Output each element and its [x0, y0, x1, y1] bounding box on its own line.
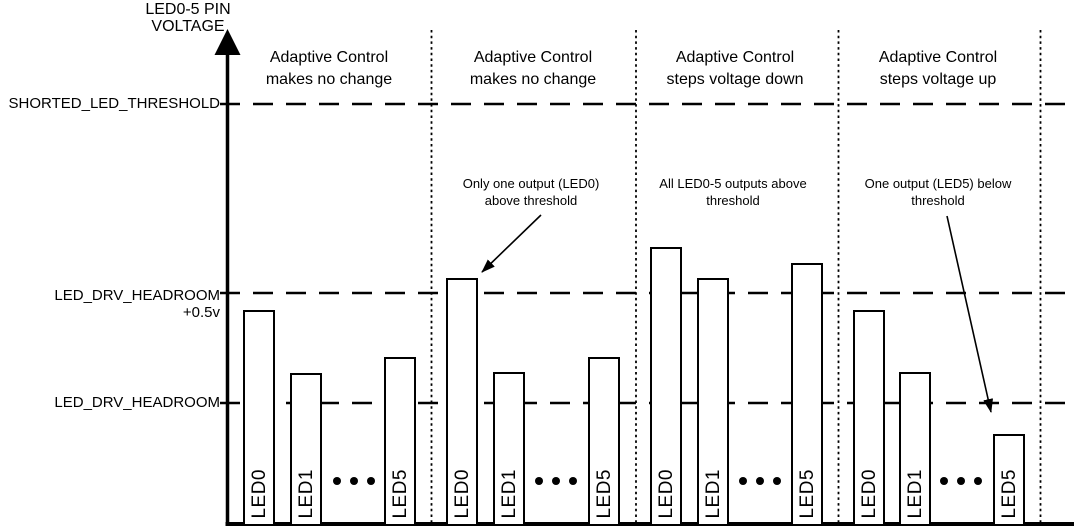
bar-led5-section-3: LED5: [791, 263, 823, 526]
section-header-line2: steps voltage down: [666, 71, 804, 88]
annotation-line1: Only one output (LED0): [462, 176, 600, 191]
section-1-header: Adaptive Control makes no change: [266, 47, 392, 91]
ellipsis-dot-icon: [367, 477, 375, 485]
threshold-label-text: +0.5v: [182, 304, 220, 321]
ellipsis-dot-icon: [974, 477, 982, 485]
section-4-header: Adaptive Control steps voltage up: [879, 47, 997, 91]
annotation-one-output-below-threshold: One output (LED5) below threshold: [865, 175, 1012, 209]
threshold-label-text: LED_DRV_HEADROOM: [54, 287, 220, 304]
threshold-label-text: SHORTED_LED_THRESHOLD: [8, 95, 220, 112]
bar-led1-section-1: LED1: [290, 373, 322, 526]
threshold-label-text: LED_DRV_HEADROOM: [54, 394, 220, 411]
y-axis-title: LED0-5 PIN VOLTAGE: [145, 1, 230, 35]
section-2-header: Adaptive Control makes no change: [470, 47, 596, 91]
ellipsis-dot-icon: [957, 477, 965, 485]
ellipsis-dot-icon: [756, 477, 764, 485]
threshold-label-shorted-led-threshold: SHORTED_LED_THRESHOLD: [9, 95, 220, 112]
annotation-line2: threshold: [706, 193, 760, 208]
annotation-all-outputs-above-threshold: All LED0-5 outputs above threshold: [659, 175, 806, 209]
ellipsis-dot-icon: [739, 477, 747, 485]
section-header-line1: Adaptive Control: [878, 49, 998, 66]
bar-led0-section-3: LED0: [650, 247, 682, 526]
annotation-only-one-output-above-threshold: Only one output (LED0) above threshold: [463, 175, 600, 209]
ellipsis-dot-icon: [940, 477, 948, 485]
annotation-line2: above threshold: [484, 193, 578, 208]
ellipsis-dot-icon: [773, 477, 781, 485]
threshold-label-led-drv-headroom: LED_DRV_HEADROOM: [54, 394, 220, 411]
section-header-line1: Adaptive Control: [675, 49, 795, 66]
threshold-label-led-drv-headroom-plus-0v5: LED_DRV_HEADROOM +0.5v: [54, 287, 220, 321]
bar-led0-section-2: LED0: [446, 278, 478, 526]
section-header-line2: steps voltage up: [879, 71, 997, 88]
bar-led1-section-2: LED1: [493, 372, 525, 526]
bar-led5-section-4: LED5: [993, 434, 1025, 526]
y-axis-title-line1: LED0-5 PIN: [145, 1, 231, 18]
bar-led1-section-3: LED1: [697, 278, 729, 526]
ellipsis-dot-icon: [569, 477, 577, 485]
bar-led0-section-1: LED0: [243, 310, 275, 526]
y-axis-arrowhead-icon: [214, 29, 241, 55]
ellipsis-dot-icon: [552, 477, 560, 485]
annotation-arrow-icon: [946, 215, 994, 413]
section-header-line1: Adaptive Control: [269, 49, 389, 66]
section-header-line2: makes no change: [265, 71, 393, 88]
annotation-line2: threshold: [911, 193, 965, 208]
annotation-line1: All LED0-5 outputs above: [659, 176, 807, 191]
annotation-line1: One output (LED5) below: [864, 176, 1012, 191]
bar-led0-section-4: LED0: [853, 310, 885, 526]
section-header-line2: makes no change: [469, 71, 597, 88]
section-3-header: Adaptive Control steps voltage down: [667, 47, 804, 91]
section-header-line1: Adaptive Control: [473, 49, 593, 66]
bar-led5-section-2: LED5: [588, 357, 620, 526]
y-axis-title-line2: VOLTAGE: [151, 18, 225, 35]
ellipsis-dot-icon: [535, 477, 543, 485]
bar-led5-section-1: LED5: [384, 357, 416, 526]
ellipsis-dot-icon: [350, 477, 358, 485]
bar-led1-section-4: LED1: [899, 372, 931, 526]
ellipsis-dot-icon: [333, 477, 341, 485]
annotation-arrow-icon: [481, 214, 542, 273]
